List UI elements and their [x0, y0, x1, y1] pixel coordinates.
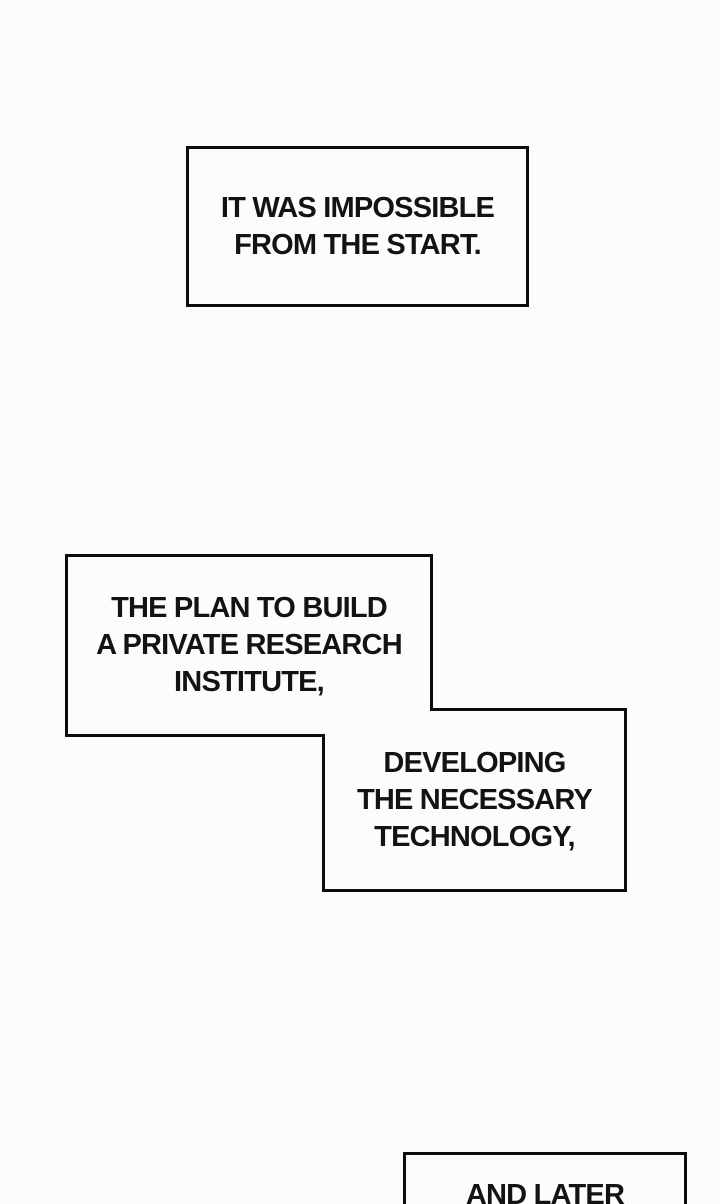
caption-line: IT WAS IMPOSSIBLE [220, 191, 495, 224]
caption-box-2: THE PLAN TO BUILD A PRIVATE RESEARCH INS… [65, 554, 433, 737]
caption-line: AND LATER [465, 1179, 625, 1204]
caption-line: INSTITUTE, [174, 666, 325, 698]
caption-line: FROM THE START. [234, 228, 482, 261]
caption-box-4: AND LATER [403, 1152, 687, 1204]
caption-line: THE NECESSARY [356, 783, 593, 816]
caption-line: A PRIVATE RESEARCH [96, 629, 403, 661]
caption-box-1: IT WAS IMPOSSIBLE FROM THE START. [186, 146, 529, 307]
caption-line: THE PLAN TO BUILD [111, 592, 388, 624]
caption-line: DEVELOPING [383, 746, 566, 779]
box-join-patch [322, 708, 430, 734]
caption-line: TECHNOLOGY, [374, 820, 575, 853]
caption-box-3: DEVELOPING THE NECESSARY TECHNOLOGY, [322, 708, 627, 892]
